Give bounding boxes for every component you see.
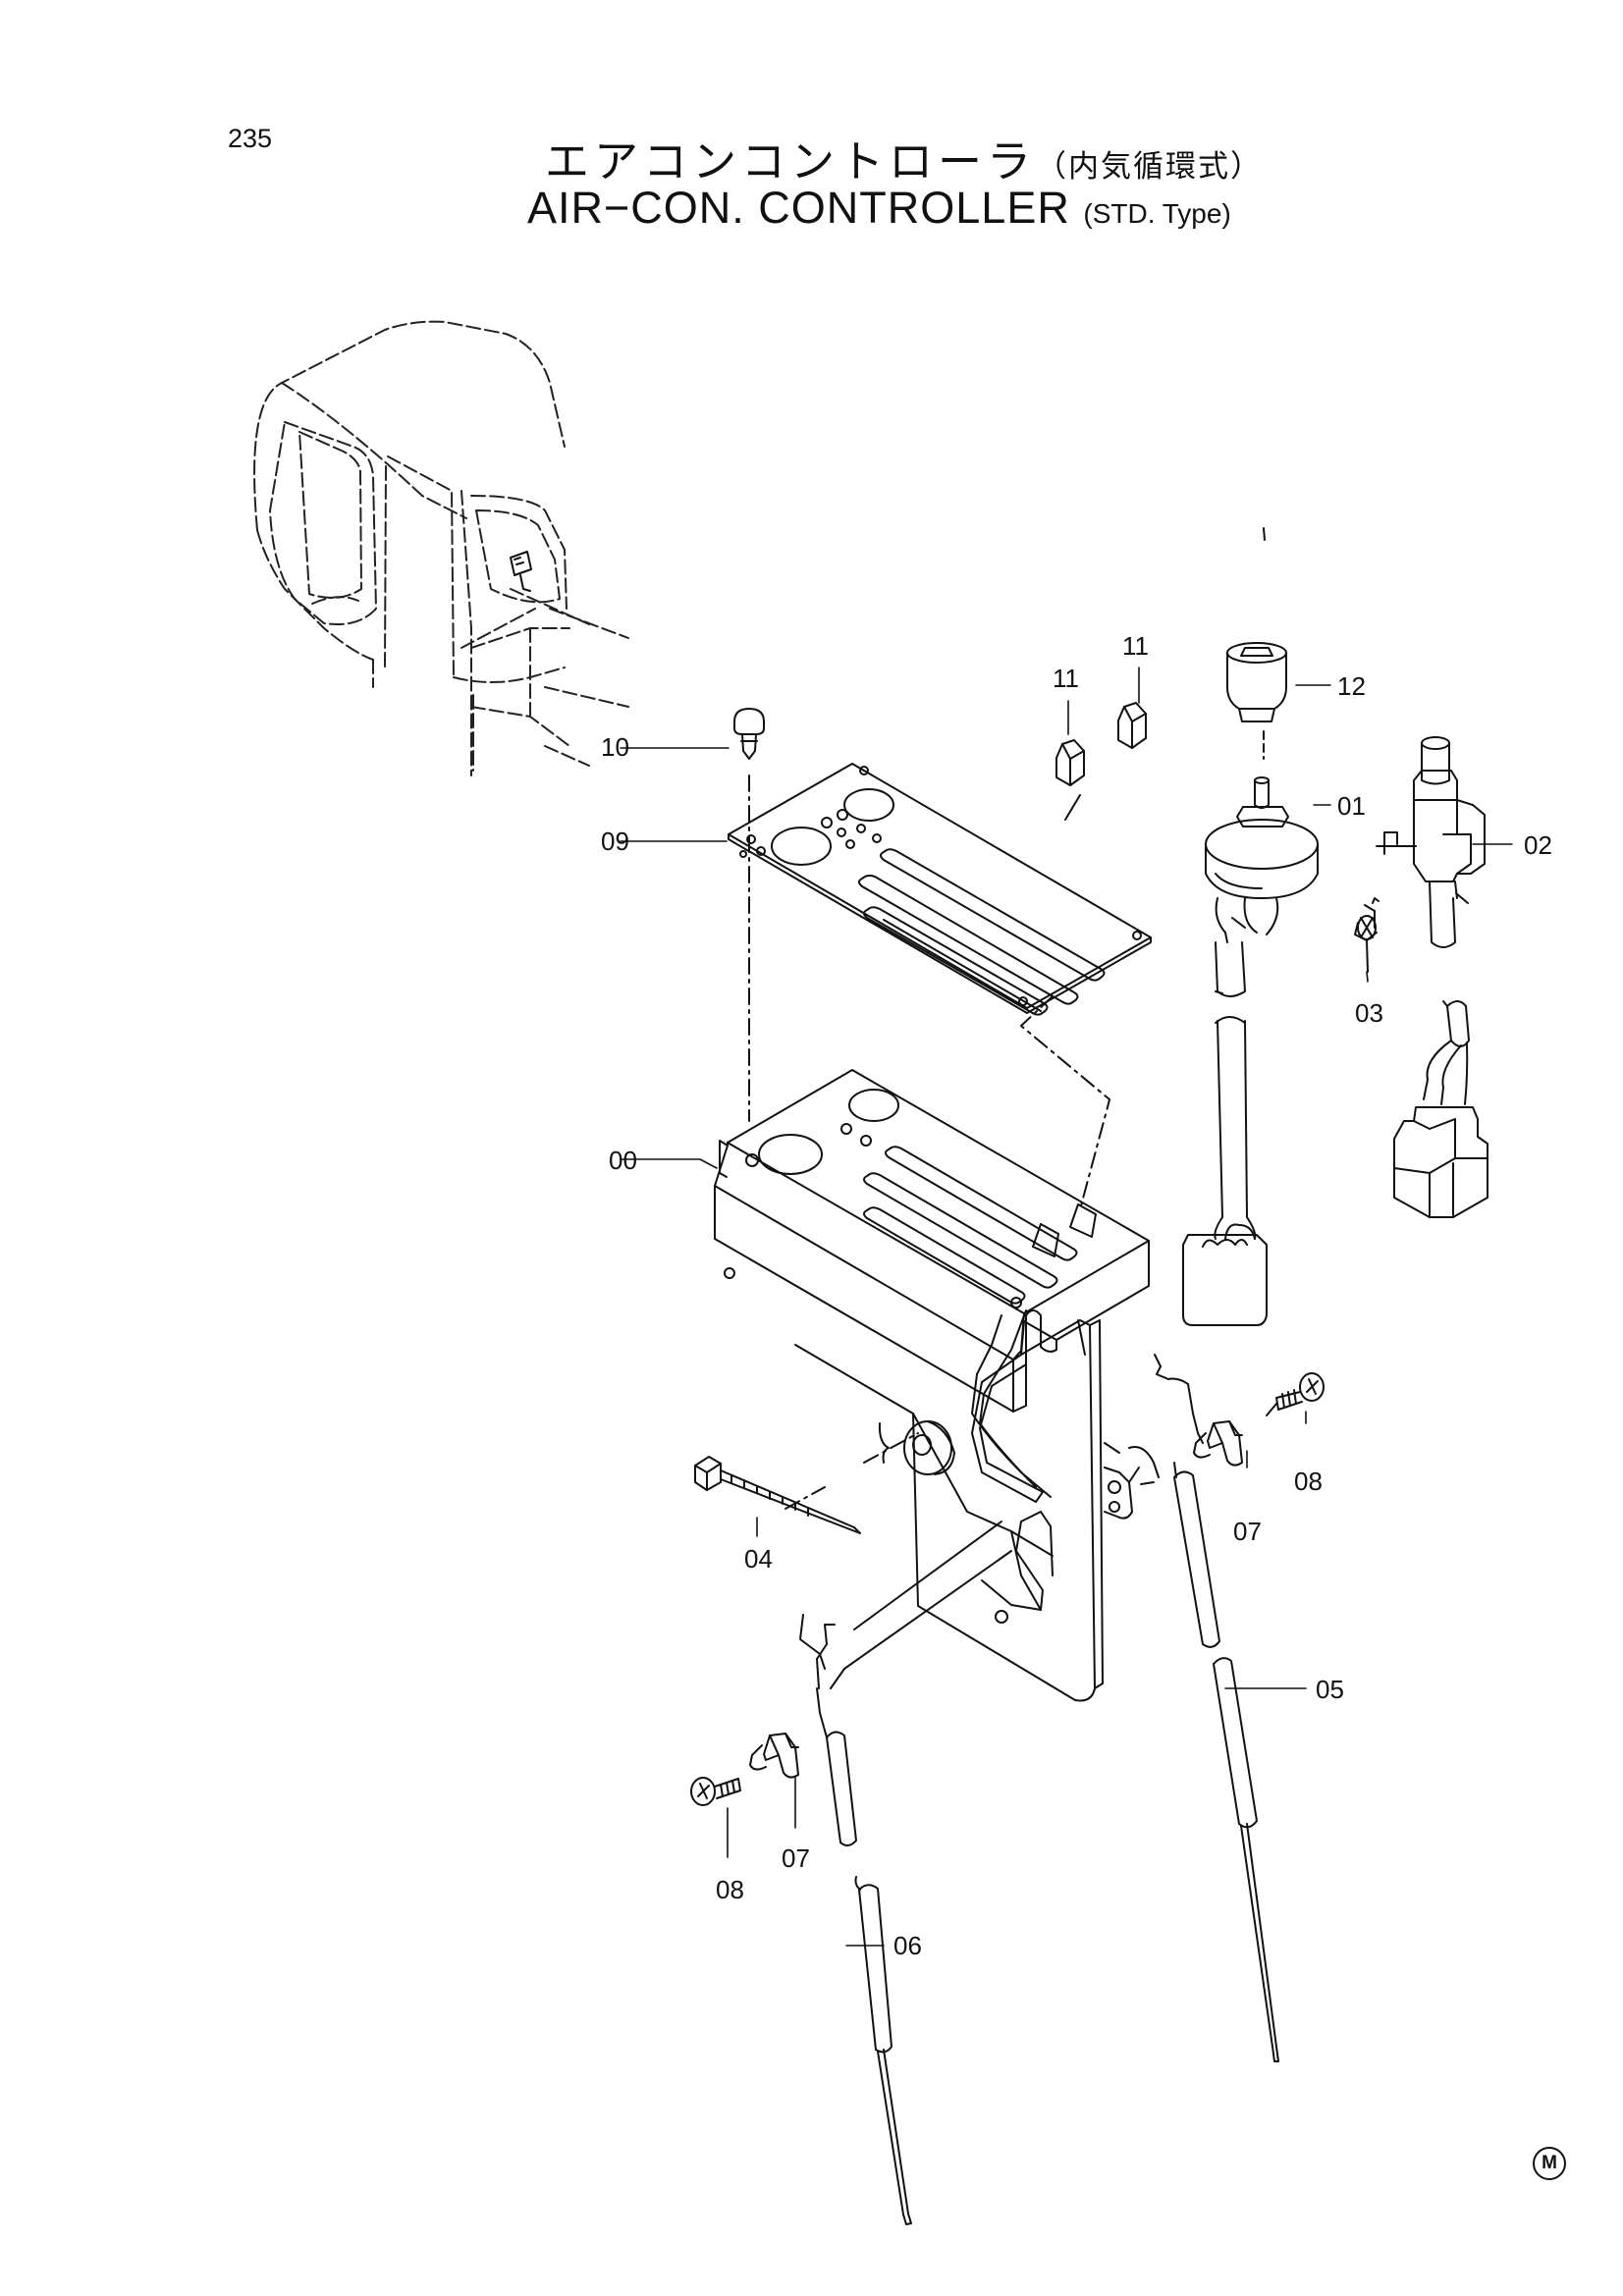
rotary-knob-cap-part xyxy=(1226,642,1287,760)
callout-08-left: 08 xyxy=(716,1875,744,1904)
screw-part-08 xyxy=(690,1372,1325,1806)
callout-12: 12 xyxy=(1337,671,1366,701)
callout-07-right: 07 xyxy=(1233,1517,1262,1546)
assembly-leader-lines xyxy=(748,527,1266,1510)
push-pin-part xyxy=(733,708,765,760)
cable-routing-lines xyxy=(799,1309,1160,1689)
callout-leaders xyxy=(620,667,1513,1947)
controller-base-bracket xyxy=(714,1069,1150,1702)
callout-00: 00 xyxy=(609,1146,637,1175)
title-english: AIR−CON. CONTROLLER (STD. Type) xyxy=(527,183,1231,234)
circled-m-mark: M xyxy=(1533,2147,1566,2180)
title-english-sub: (STD. Type) xyxy=(1083,198,1231,229)
slider-knob-part xyxy=(1055,702,1147,821)
title-english-main: AIR−CON. CONTROLLER xyxy=(527,183,1070,233)
cab-controller-highlight xyxy=(510,551,532,592)
control-cable-part-06 xyxy=(816,1624,912,2225)
callout-10: 10 xyxy=(601,732,629,762)
title-japanese: エアコンコントローラ（内気循環式） xyxy=(545,126,1263,189)
callout-09: 09 xyxy=(601,827,629,856)
callout-05: 05 xyxy=(1316,1675,1344,1704)
callout-02: 02 xyxy=(1524,830,1552,860)
screw-part-03 xyxy=(1354,831,1417,973)
title-japanese-main: エアコンコントローラ xyxy=(545,135,1037,187)
rotary-switch-part xyxy=(1182,776,1319,1326)
top-panel-plate xyxy=(728,763,1152,1016)
callout-03: 03 xyxy=(1355,998,1383,1028)
push-switch-part xyxy=(1393,736,1488,1218)
callout-01: 01 xyxy=(1337,791,1366,821)
callout-11-right: 11 xyxy=(1122,631,1149,661)
callout-07-left: 07 xyxy=(782,1843,810,1873)
callout-06: 06 xyxy=(893,1931,922,1960)
page-number: 235 xyxy=(228,124,273,153)
callout-numbers: 10 09 00 11 11 12 01 02 03 04 07 08 05 0… xyxy=(601,631,1552,1960)
callout-04: 04 xyxy=(744,1544,773,1574)
cab-location-illustration xyxy=(253,320,629,776)
cable-tie-part xyxy=(694,1456,861,1534)
cable-clamp-part xyxy=(749,1420,1243,1779)
callout-11-left: 11 xyxy=(1053,664,1079,693)
title-japanese-sub: （内気循環式） xyxy=(1036,149,1264,185)
control-cable-part-05 xyxy=(1154,1354,1279,2062)
callout-08-right: 08 xyxy=(1294,1467,1323,1496)
